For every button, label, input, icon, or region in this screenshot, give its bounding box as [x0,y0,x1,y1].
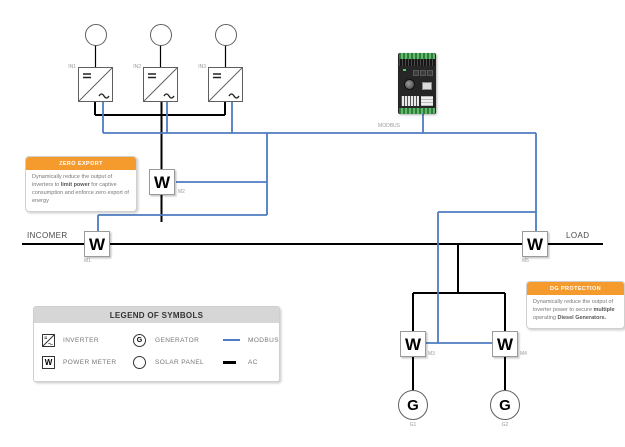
inverter-2 [143,67,178,102]
device-label [421,96,433,106]
inverter-3 [208,67,243,102]
modbus-wire-m1-m2-branch [97,133,268,231]
generator-icon: G [133,334,146,347]
legend-ac-label: AC [248,359,258,366]
generator-symbol: G [499,396,511,414]
zero-export-callout: ZERO EXPORT Dynamically reduce the outpu… [25,156,137,212]
device-button [427,70,433,76]
dg-protection-callout: DG PROTECTION Dynamically reduce the out… [526,281,625,329]
dg-protection-title: DG PROTECTION [527,282,624,295]
solar-stem-wires [94,44,227,67]
solar-panel-1 [85,24,107,46]
meter-symbol: W [88,234,106,254]
inverter-symbol [143,67,178,102]
generator-symbol: G [407,396,419,414]
power-meter-m2: W [149,169,175,195]
meter-symbol: W [153,172,171,192]
power-meter-icon: W [42,356,55,369]
legend-title: LEGEND OF SYMBOLS [34,307,279,323]
legend-power-meter-label: POWER METER [63,359,117,366]
inverter-1-label: IN1 [68,64,76,70]
inverter-icon [42,334,55,352]
legend-solar-panel-label: SOLAR PANEL [155,359,205,366]
inverter-1 [78,67,113,102]
terminal-label-strip [399,59,435,66]
meter-symbol: W [496,334,514,354]
power-meter-m5: W [522,231,548,257]
meter-symbol: W [404,334,422,354]
ac-wire-inverter-bus [94,102,226,222]
zero-export-body: Dynamically reduce the output of inverte… [32,174,129,204]
inverter-symbol [78,67,113,102]
legend-generator-label: GENERATOR [155,337,200,344]
ac-line-icon [223,361,236,364]
generator-g2: G [490,390,520,420]
meter-m1-label: M1 [84,258,91,264]
device-button [413,70,419,76]
device-button [420,70,426,76]
dg-protection-body: Dynamically reduce the output of inverte… [533,299,615,321]
device-label-barcode [401,96,419,106]
terminal-block-top [399,53,435,59]
power-meter-m4: W [492,331,518,357]
legend-box: LEGEND OF SYMBOLS INVERTER G GENERATOR M… [33,306,280,382]
solar-panel-3 [215,24,237,46]
rotary-dial [404,79,415,90]
inverter-2-label: IN2 [133,64,141,70]
power-meter-m3: W [400,331,426,357]
modbus-bus-label: MODBUS [378,123,400,129]
solar-panel-icon [133,356,146,369]
dc-symbol [83,73,91,79]
modbus-wire-bus [102,102,536,134]
inverter-symbol [208,67,243,102]
terminal-block-bottom [399,108,435,114]
meter-symbol: W [526,234,544,254]
power-meter-m1: W [84,231,110,257]
solar-panel-2 [150,24,172,46]
modbus-wire-m5-generator-branch [420,133,537,344]
meter-m2-label: M2 [178,189,185,195]
legend-modbus-label: MODBUS [248,337,279,344]
generator-g1: G [398,390,428,420]
generator-g2-label: G2 [501,422,509,428]
meter-m4-label: M4 [520,351,527,357]
modbus-line-icon [223,339,240,341]
ac-wire-generator-branch [412,244,506,390]
meter-m5-label: M5 [522,258,529,264]
ethernet-port [422,82,432,90]
ac-symbol [98,93,110,99]
zero-export-title: ZERO EXPORT [26,157,136,170]
meter-m3-label: M3 [428,351,435,357]
legend-inverter-label: INVERTER [63,337,99,344]
inverter-3-label: IN3 [198,64,206,70]
status-led [403,69,406,71]
modbus-controller-device [398,53,436,114]
generator-g1-label: G1 [409,422,417,428]
load-label: LOAD [566,231,590,240]
incomer-label: INCOMER [27,231,68,240]
